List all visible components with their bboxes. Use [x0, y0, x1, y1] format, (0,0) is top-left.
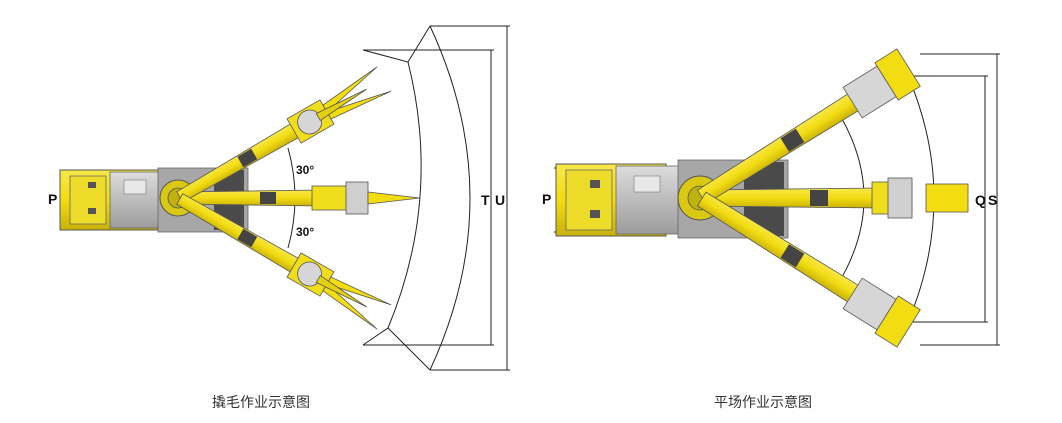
left-arm-middle	[179, 181, 421, 215]
left-angle-lower: 30°	[296, 225, 314, 239]
right-arm-middle	[701, 177, 969, 219]
right-arm-lower	[696, 191, 921, 348]
right-arm-upper	[696, 48, 921, 205]
left-label-u: U	[495, 192, 505, 208]
right-label-s: S	[988, 192, 997, 208]
left-arm-lower	[176, 193, 392, 330]
left-label-t: T	[481, 192, 490, 208]
left-arm-upper	[176, 66, 392, 203]
left-angle-upper: 30°	[296, 163, 314, 177]
left-caption: 撬毛作业示意图	[212, 395, 310, 411]
right-figure: P Q S	[542, 48, 1000, 348]
left-figure: P T U 30° 30°	[48, 25, 510, 371]
left-label-p: P	[48, 191, 57, 207]
right-caption: 平场作业示意图	[714, 395, 812, 411]
right-label-p: P	[542, 191, 551, 207]
right-label-q: Q	[975, 192, 986, 208]
